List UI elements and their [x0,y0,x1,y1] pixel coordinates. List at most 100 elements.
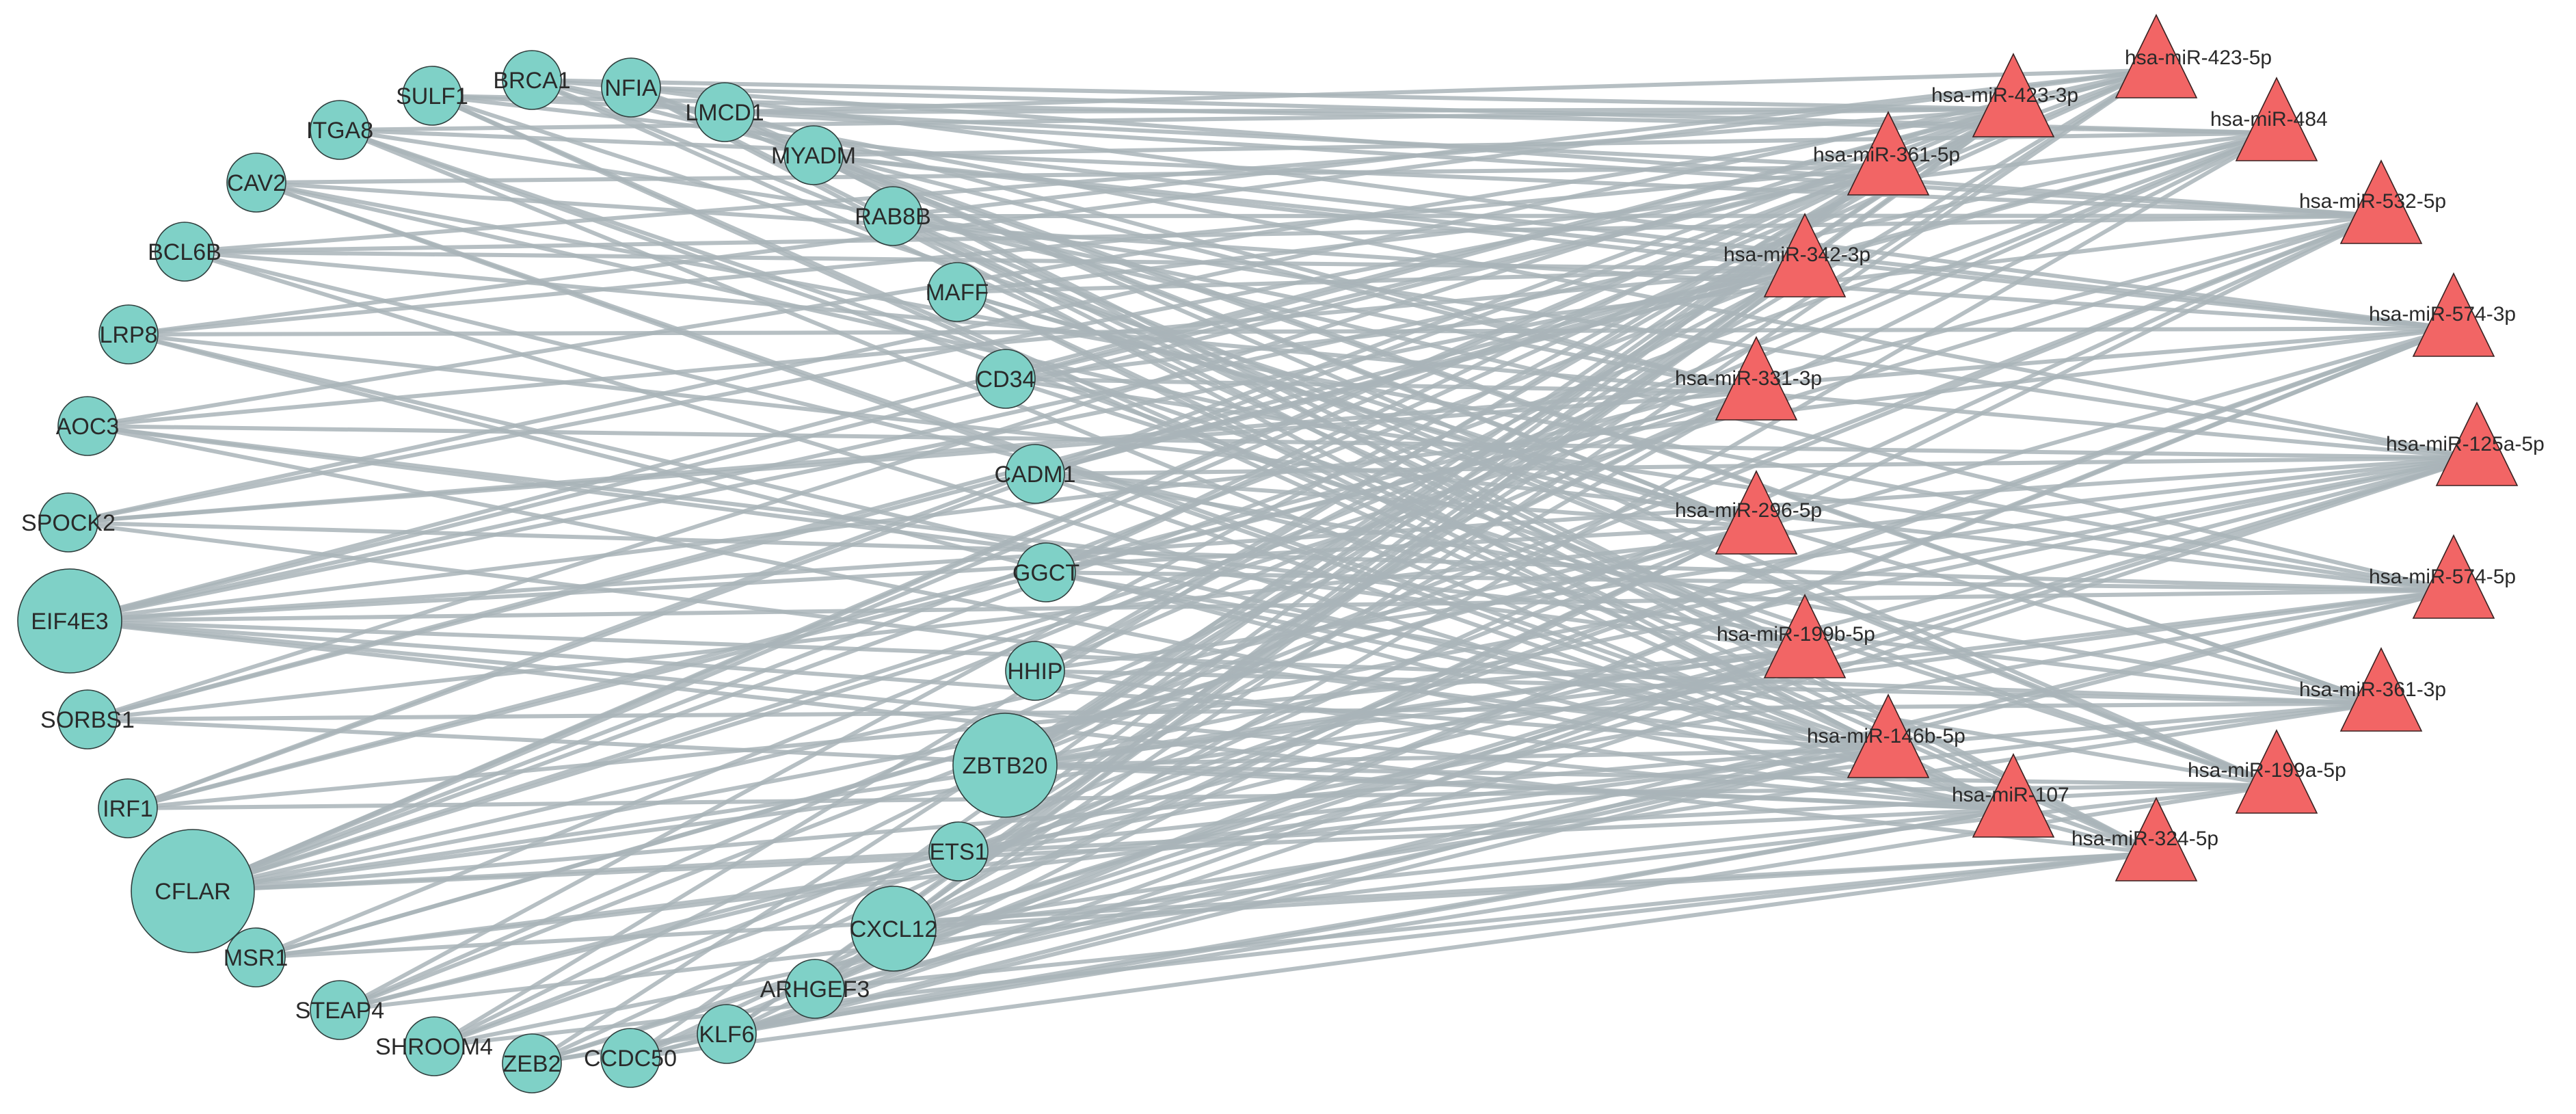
interaction-edge [192,390,1757,893]
gene-label: MAFF [926,280,989,306]
interaction-edge [629,165,1890,1060]
gene-node[interactable]: ZEB2 [502,1033,562,1093]
mirna-label: hsa-miR-199b-5p [1717,623,1875,646]
gene-node[interactable]: MYADM [771,125,856,185]
mirna-node[interactable]: hsa-miR-199b-5p [1717,594,1875,678]
gene-label: CFLAR [155,879,230,905]
mirna-node[interactable]: hsa-miR-423-3p [1931,53,2078,137]
interaction-edge [191,107,2015,893]
mirna-label: hsa-miR-296-5p [1675,499,1822,522]
mirna-node[interactable]: hsa-miR-342-3p [1723,213,1870,297]
gene-label: BRCA1 [493,68,570,94]
gene-node[interactable]: RAB8B [855,186,931,246]
mirna-node[interactable]: hsa-miR-296-5p [1675,470,1822,555]
gene-node[interactable]: ETS1 [928,821,989,881]
interaction-edge [531,78,2382,218]
interaction-edge [87,107,2014,428]
mirna-node[interactable]: hsa-miR-484 [2210,77,2328,161]
gene-label: CD34 [976,367,1036,393]
gene-node[interactable]: NFIA [601,57,661,118]
gene-label: HHIP [1007,659,1062,685]
gene-label: RAB8B [855,204,931,230]
mirna-label: hsa-miR-484 [2210,108,2328,131]
gene-label: STEAP4 [295,998,384,1024]
gene-node[interactable]: SHROOM4 [375,1016,493,1076]
interaction-edge [127,648,1806,810]
interaction-edge [956,267,1806,294]
gene-node[interactable]: EIF4E3 [17,568,122,674]
gene-node[interactable]: CCDC50 [584,1028,677,1088]
gene-label: EIF4E3 [31,609,108,635]
gene-node[interactable]: CXCL12 [850,886,938,972]
interaction-edge [531,78,1806,652]
gene-label: CCDC50 [584,1046,677,1072]
gene-node[interactable]: CFLAR [131,829,255,953]
gene-label: LRP8 [99,322,157,348]
mirna-label: hsa-miR-361-5p [1813,144,1960,166]
mirna-node[interactable]: hsa-miR-324-5p [2071,797,2218,881]
gene-node[interactable]: IRF1 [98,778,158,838]
interaction-edge [339,128,2478,460]
mirna-label: hsa-miR-199a-5p [2188,759,2346,782]
interaction-edge [893,701,2382,931]
gene-node[interactable]: ARHGEF3 [760,959,870,1019]
interaction-edge [255,326,2454,959]
mirna-node[interactable]: hsa-miR-146b-5p [1807,693,1965,778]
gene-node[interactable]: ITGA8 [306,100,373,160]
mirna-node[interactable]: hsa-miR-574-3p [2369,272,2516,357]
gene-node[interactable]: STEAP4 [295,980,384,1040]
interaction-edge [630,85,2454,331]
mirna-node[interactable]: hsa-miR-361-3p [2299,647,2446,732]
mirna-node[interactable]: hsa-miR-532-5p [2299,159,2446,244]
interaction-edge [68,520,2454,593]
gene-node[interactable]: ZBTB20 [952,713,1058,818]
interaction-edge [813,153,2454,331]
gene-node[interactable]: MAFF [926,262,989,322]
gene-label: KLF6 [699,1022,754,1048]
gene-node[interactable]: BRCA1 [493,50,571,110]
interaction-edge [128,326,2454,336]
interaction-edge [814,68,2158,991]
interaction-edge [128,68,2157,336]
gene-node[interactable]: SPOCK2 [21,492,116,553]
gene-node[interactable]: CAV2 [226,152,286,213]
interaction-edge [339,107,2014,132]
gene-label: SULF1 [396,83,468,109]
interaction-edge [255,851,2157,959]
gene-node[interactable]: BCL6B [148,222,222,282]
interaction-edge [531,213,2383,1065]
gene-node[interactable]: KLF6 [697,1004,757,1064]
mirna-node[interactable]: hsa-miR-331-3p [1675,336,1822,421]
mirna-node[interactable]: hsa-miR-361-5p [1813,111,1960,196]
gene-label: BCL6B [148,239,222,265]
gene-node[interactable]: MSR1 [224,927,288,987]
interaction-edge [1034,131,2278,673]
interaction-edge [724,68,2157,114]
interaction-edge [956,290,2158,856]
interaction-edge [128,165,1889,336]
gene-label: AOC3 [56,414,120,440]
gene-node[interactable]: GGCT [1012,542,1079,602]
mirna-node[interactable]: hsa-miR-423-5p [2115,14,2272,98]
mirna-node[interactable]: hsa-miR-199a-5p [2188,729,2346,814]
mirna-label: hsa-miR-146b-5p [1807,725,1965,747]
gene-node[interactable]: SULF1 [396,66,468,126]
gene-node[interactable]: CADM1 [994,444,1076,504]
gene-label: GGCT [1012,560,1079,586]
gene-node[interactable]: AOC3 [56,396,120,456]
gene-node[interactable]: LMCD1 [685,82,764,142]
interaction-edge [431,94,2158,856]
gene-node[interactable]: CD34 [976,349,1036,409]
interaction-edge [126,68,2158,810]
mirna-label: hsa-miR-423-5p [2125,47,2272,69]
mirna-node[interactable]: hsa-miR-574-5p [2369,534,2516,619]
gene-label: LMCD1 [685,100,764,126]
interaction-edge [957,68,2158,853]
mirna-node[interactable]: hsa-miR-125a-5p [2386,401,2545,486]
gene-node[interactable]: LRP8 [98,304,159,364]
gene-node[interactable]: SORBS1 [40,689,135,750]
interaction-edge [1034,472,1757,529]
mirna-node[interactable]: hsa-miR-107 [1952,753,2069,838]
gene-node[interactable]: HHIP [1005,641,1065,701]
